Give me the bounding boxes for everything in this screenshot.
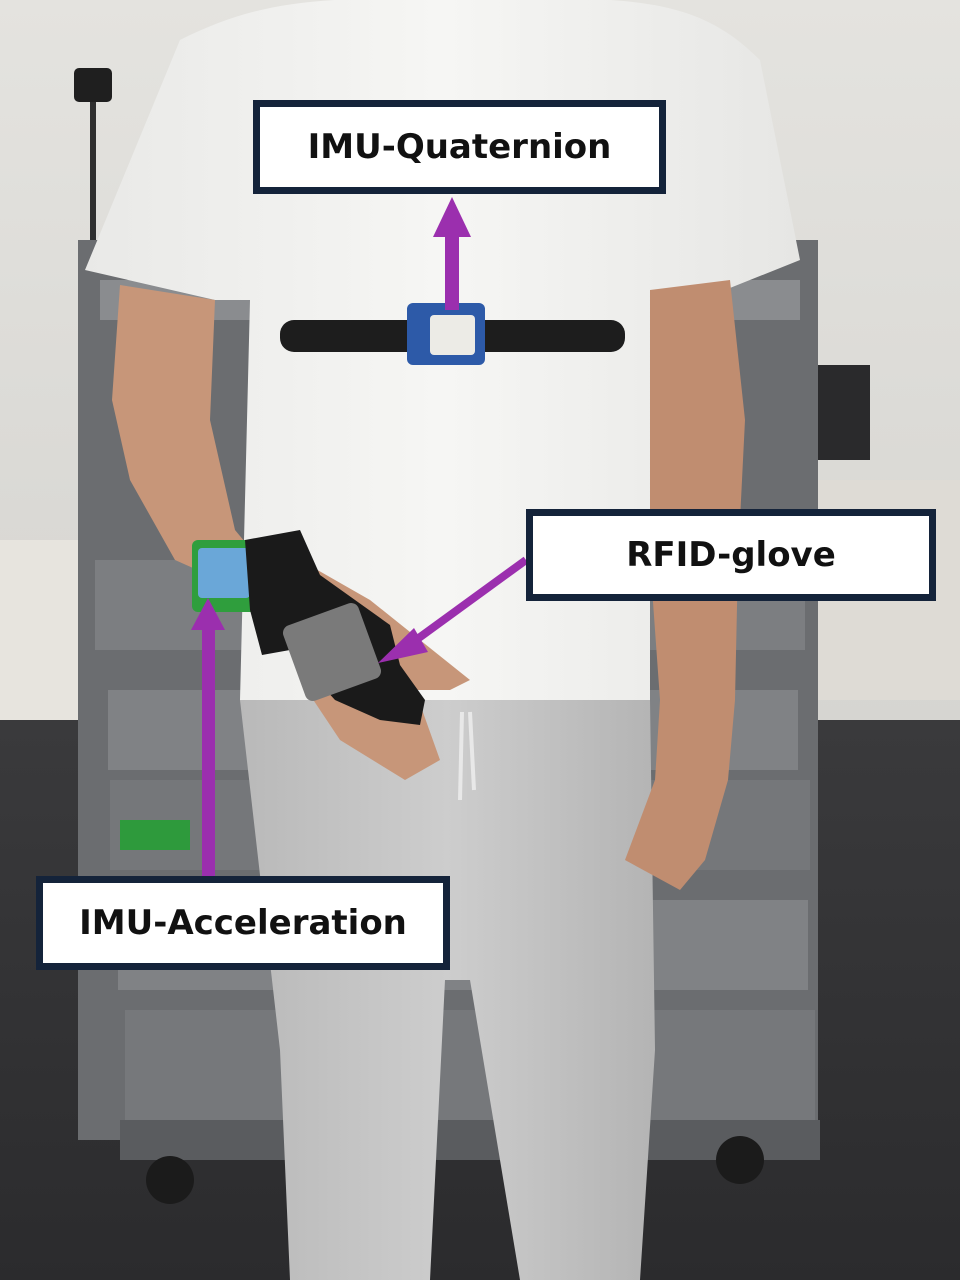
label-imu-acceleration-text: IMU-Acceleration [79, 903, 407, 943]
camera [74, 68, 112, 102]
arm-left [112, 285, 260, 580]
label-imu-quaternion-text: IMU-Quaternion [307, 127, 612, 167]
pants [240, 700, 655, 1280]
arrow-rfid-glove [378, 556, 529, 663]
arrow-imu-acceleration [191, 598, 225, 876]
drawstring [458, 711, 476, 801]
label-imu-acceleration: IMU-Acceleration [36, 876, 450, 970]
label-imu-quaternion: IMU-Quaternion [253, 100, 666, 194]
rfid-reader [282, 602, 382, 702]
monitor-right [808, 365, 870, 460]
label-rfid-glove-text: RFID-glove [626, 535, 836, 575]
label-rfid-glove: RFID-glove [526, 509, 936, 601]
arrow-imu-quaternion [433, 197, 471, 310]
